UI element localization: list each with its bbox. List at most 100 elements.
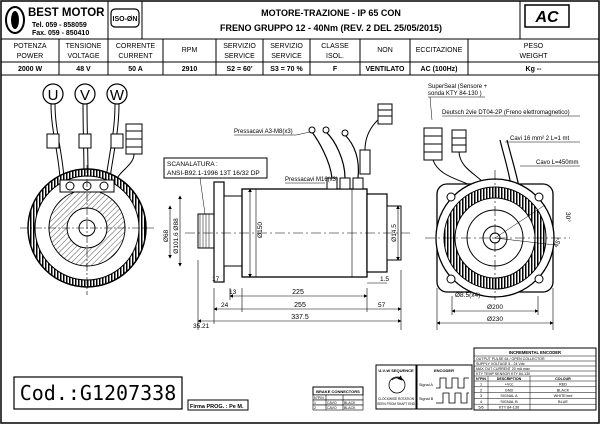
terminal-circle (106, 83, 128, 105)
encoder-spec: SUPPLY VOLTAGE 5 - 24 Vdc (476, 362, 525, 366)
spec-header: SERVIZIO (223, 43, 256, 50)
encoder-title: ENCODER (434, 368, 454, 373)
brake-cell: BLACK (344, 401, 356, 405)
spec-value: F (333, 66, 338, 73)
callout-deutsch: Deutsch 2vie DT04-2P (Freno elettromagne… (442, 110, 570, 116)
spec-header: CORRENTE (116, 43, 156, 50)
dim-24: 24 (221, 302, 229, 309)
dimension-labels: Ø68 Ø101.6 Ø88 Ø150 Ø14.5 17 13 225 1.5 … (163, 218, 398, 330)
angle-30: 30° (564, 212, 572, 222)
terminal-circle (74, 83, 96, 105)
callout-cavi: Cavi 16 mm² 2 L=1 mt (510, 136, 570, 142)
code-box (13, 376, 183, 410)
spec-header-en: SERVICE (271, 53, 302, 60)
dim-d145: Ø14.5 (391, 224, 398, 242)
dim-225: 225 (292, 289, 304, 296)
encoder-cell: 1 (480, 383, 482, 387)
encoder-spec: MAX OUT CURRENT 20 mA max (476, 367, 530, 371)
brake-cell: N°PIN (314, 396, 324, 400)
dim-d150: Ø150 (257, 222, 264, 238)
best-motor-logo (5, 6, 25, 34)
encoder-cell: KTY 84-130 (499, 406, 519, 410)
dim-57: 57 (378, 302, 386, 309)
spec-header-en: VOLTAGE (67, 53, 99, 60)
encoder-col-header: DESCRIPTION (497, 377, 522, 381)
signal-a-label: Signal A (419, 383, 433, 387)
dim-35-21: 35.21 (193, 323, 210, 330)
iso-stamp: ISO-ØN (113, 16, 138, 23)
spec-header: RPM (182, 47, 198, 54)
encoder-cell: WHITE/red (554, 394, 573, 398)
spec-value: S3 = 70 % (270, 66, 303, 73)
sequence-title: U-V-W SEQUENCE (378, 368, 414, 373)
sequence-line-1: CLOCKWISE ROTATION (378, 397, 415, 401)
encoder-cell: BLUE (558, 400, 568, 404)
front-end-view: 30° 45° Ø8.5(x4) Ø200 Ø230 (423, 127, 572, 330)
spec-header: ECCITAZIONE (416, 47, 463, 54)
uvw-sequence: U-V-W SEQUENCE CLOCKWISE ROTATION SEEN F… (375, 364, 417, 410)
dim-d230: Ø230 (487, 316, 503, 323)
scanalatura-spec: ANSI-B92.1-1996 13T 16/32 DP (167, 170, 260, 177)
dim-d68: Ø68 (163, 229, 170, 242)
company-name: BEST MOTOR (28, 7, 105, 19)
spec-value: 48 V (76, 66, 91, 73)
encoder-cell: 2 (480, 388, 482, 392)
spec-header: CLASSE (321, 43, 349, 50)
spec-header-en: POWER (17, 53, 43, 60)
spec-header-en: WEIGHT (520, 53, 549, 60)
spec-value: S2 = 60' (227, 66, 253, 73)
dim-1-5: 1.5 (380, 276, 389, 283)
brake-title: BRAKE CONNECTORS (316, 389, 360, 394)
spec-header-en: CURRENT (118, 53, 153, 60)
spec-header-en: SERVICE (224, 53, 255, 60)
side-view (168, 103, 410, 330)
company-tel: Tel. 059 - 858059 (32, 22, 87, 29)
spec-header: NON (377, 47, 393, 54)
spec-header: SERVIZIO (270, 43, 303, 50)
spec-value: 50 A (128, 66, 143, 73)
spec-value: 2910 (182, 66, 198, 73)
dim-d101: Ø101.6 Ø88 (173, 218, 180, 254)
dim-13: 13 (229, 289, 237, 296)
encoder-cell: 4 (480, 400, 482, 404)
brake-cell: CAVO (327, 406, 337, 410)
encoder-col-header: COLOUR (555, 377, 571, 381)
spec-value: AC (100Hz) (421, 66, 458, 73)
spec-value: 2000 W (18, 66, 43, 73)
terminal-circle (42, 83, 64, 105)
encoder-cell: SIGNAL B (500, 400, 518, 404)
callout-superseal-1: SuperSeal (Sensore + (428, 84, 488, 90)
terminal-label: V (80, 87, 90, 104)
callout-superseal-2: sonda KTY 84-130 ) (428, 91, 482, 97)
dim-hole: Ø8.5(x4) (455, 292, 480, 299)
brake-cell: BLACK (344, 406, 356, 410)
callout-cavo: Cavo L=450mm (536, 160, 579, 166)
encoder-spec: KTY TEMP SENSOR KTY 84-130 (476, 372, 530, 376)
brake-cell: CAVO (327, 401, 337, 405)
title-line-2: FRENO GRUPPO 12 - 40Nm (REV. 2 DEL 25/05… (220, 23, 442, 33)
dim-337-5: 337.5 (291, 314, 309, 321)
encoder-col-header: N°PIN (476, 377, 486, 381)
encoder-cell: 3 (480, 394, 482, 398)
encoder-spec: OUTPUT PULSE 64 / OPEN COLLECTOR (476, 357, 545, 361)
encoder-diagram: ENCODER Signal A Signal B (416, 364, 473, 410)
encoder-cell: SIGNAL A (500, 394, 518, 398)
spec-value: Kg -- (526, 66, 543, 73)
encoder-table: INCREMENTAL ENCODER OUTPUT PULSE 64 / OP… (473, 347, 597, 411)
spec-header: PESO (524, 43, 544, 50)
dim-17: 17 (212, 276, 220, 283)
sequence-line-2: SEEN FROM SHAFT END (377, 402, 416, 406)
terminal-label: U (48, 87, 59, 104)
bottom-strip: Cod.:G1207338 Firma PROG. : Pe M. BRAKE … (13, 347, 597, 411)
dim-255: 255 (294, 302, 306, 309)
encoder-cell: 5/6 (478, 406, 483, 410)
terminal-label: W (110, 87, 125, 104)
signal-b-label: Signal B (419, 397, 434, 401)
callout-pressacavi-a3: Pressacavi A3-M8(x3) (234, 129, 293, 135)
encoder-cell: RED (559, 383, 567, 387)
scanalatura-title: SCANALATURA : (167, 161, 218, 168)
firma-prog: Firma PROG. : Pe M. (190, 404, 244, 410)
spec-value: VENTILATO (365, 66, 405, 73)
